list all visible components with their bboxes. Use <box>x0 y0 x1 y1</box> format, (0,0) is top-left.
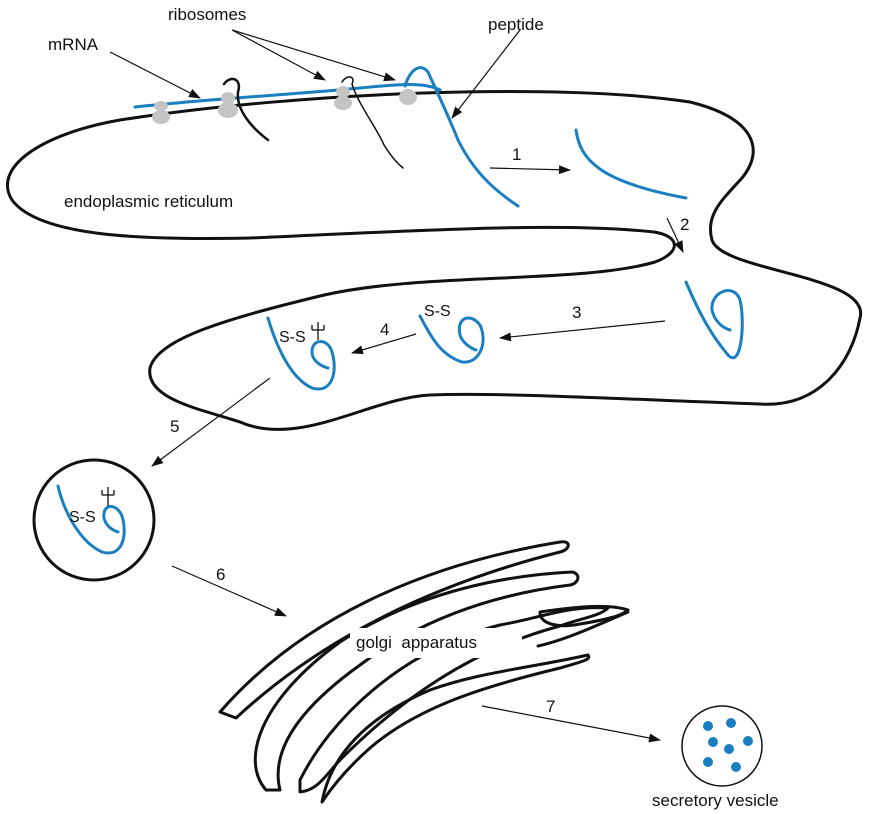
disulfide-label: S-S <box>69 509 96 526</box>
mrna-label: mRNA <box>48 35 99 54</box>
secretory-vesicle-label: secretory vesicle <box>652 791 779 810</box>
er-label: endoplasmic reticulum <box>64 192 233 211</box>
peptide-label: peptide <box>488 15 544 34</box>
nascent-peptide-3 <box>405 68 518 206</box>
step-5-label: 5 <box>170 417 179 436</box>
er-membrane <box>7 92 860 430</box>
ribosome <box>399 89 417 105</box>
folding-peptide-1 <box>686 282 742 358</box>
folding-peptide-2 <box>420 316 483 362</box>
disulfide-label: S-S <box>424 303 451 320</box>
ribosome <box>218 92 238 118</box>
disulfide-label: S-S <box>279 329 306 346</box>
ribosome <box>152 101 170 124</box>
step-1-label: 1 <box>512 145 521 164</box>
step-7-label: 7 <box>546 697 555 716</box>
nascent-peptide-2 <box>342 77 403 168</box>
step-6-label: 6 <box>216 565 225 584</box>
step-2-label: 2 <box>680 215 689 234</box>
golgi-apparatus <box>220 542 628 802</box>
secreted-protein-dots <box>703 718 753 772</box>
glycan-icon <box>312 322 324 340</box>
step-3-label: 3 <box>572 303 581 322</box>
ribosomes-label: ribosomes <box>168 5 246 24</box>
glycan-icon <box>102 487 114 506</box>
golgi-label: golgi apparatus <box>356 633 477 652</box>
step-4-label: 4 <box>380 320 389 339</box>
secretory-vesicle <box>682 706 762 786</box>
peptide-entering-lumen <box>576 130 686 198</box>
